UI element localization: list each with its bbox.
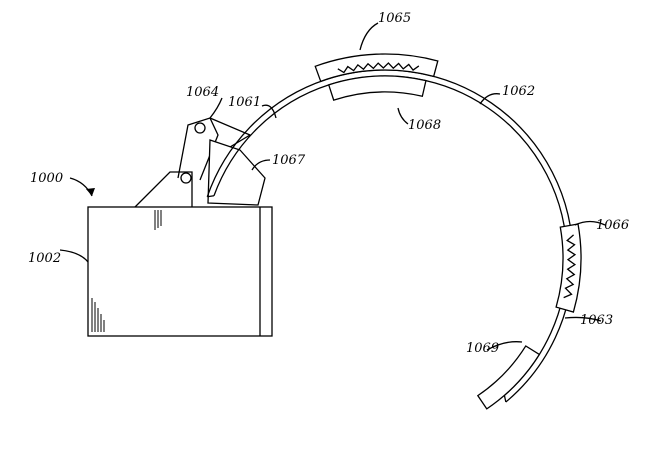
arm-inner-edge [213, 75, 568, 396]
arm-end-left [207, 195, 215, 198]
arm [206, 69, 574, 403]
label-1067: 1067 [272, 153, 306, 168]
housing [87, 206, 273, 337]
label-1065: 1065 [378, 11, 411, 26]
label-1062: 1062 [502, 84, 535, 99]
label-1000: 1000 [30, 171, 63, 186]
top-outer-pad [314, 53, 439, 83]
label-1068: 1068 [408, 118, 441, 133]
leader-lines [59, 22, 606, 351]
arm-outer-edge [206, 69, 574, 403]
end-pad [476, 345, 541, 410]
inner-pad [207, 139, 266, 206]
label-1064: 1064 [186, 85, 219, 100]
pads [314, 53, 582, 410]
label-1061: 1061 [228, 95, 261, 110]
arrow [69, 177, 93, 197]
label-1066: 1066 [596, 218, 629, 233]
label-1069: 1069 [466, 341, 499, 356]
side-pad-texture [563, 234, 577, 299]
arm-end-right [503, 395, 507, 403]
top-pad-texture [337, 62, 420, 74]
label-1002: 1002 [28, 251, 61, 266]
label-1063: 1063 [580, 313, 613, 328]
arrow-head [86, 188, 95, 196]
top-inner-pad [327, 75, 427, 101]
